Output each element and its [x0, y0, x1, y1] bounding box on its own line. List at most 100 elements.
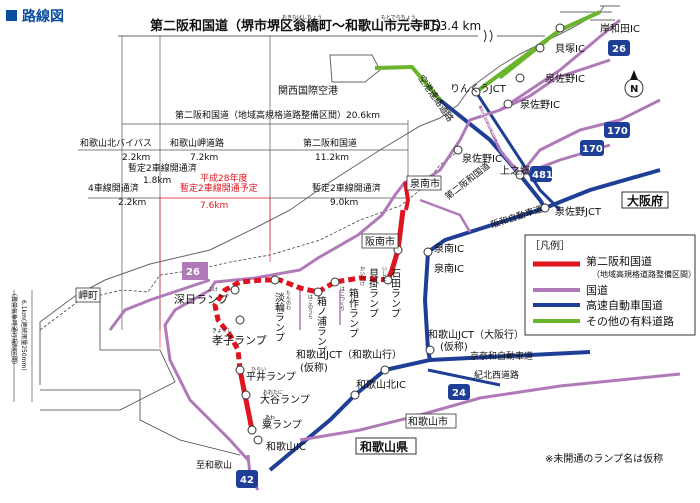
dim-d5a: 暫定2車線開通済 [128, 162, 197, 174]
airport-connection-road [374, 64, 442, 102]
label-kishiwada-ic: 岸和田IC [600, 23, 640, 35]
label-wakayama-jct-wk-sub: (仮称) [300, 361, 328, 374]
label-tannowa-ramp: 淡輪ランプ [273, 292, 285, 342]
break-mark-icon [483, 29, 493, 43]
label-kyoshi-ramp: 孝子ランプ [212, 334, 267, 347]
dim-d1: 第二阪和国道（地域高規格道路整備区間）20.6km [175, 109, 380, 121]
label-wakayama-city: 和歌山市 [408, 415, 448, 428]
dim-d8b: 9.0km [330, 198, 358, 208]
label-otani-ramp: 大谷ランプ [260, 393, 310, 406]
page-title: 路線図 [22, 8, 64, 25]
label-wakayama-ic: 和歌山IC [266, 440, 306, 453]
label-airport-road: 空港連絡道路 [416, 73, 457, 124]
ruby-fuke: ふけ [208, 287, 218, 293]
label-hirai-ramp: 平井ランプ [246, 370, 296, 383]
route-26-shield-left: 26 [186, 267, 200, 278]
kishiwada-ic-node [555, 23, 565, 33]
legend-title: ［凡例］ [530, 239, 570, 252]
dim-d3a: 和歌山岬道路 [170, 137, 224, 149]
route-24 [299, 372, 681, 442]
kaizuka-ic-node [535, 43, 545, 53]
route-170-shield-b: 170 [582, 144, 603, 155]
label-hakotsukuri-ramp: 箱作ランプ [347, 287, 359, 338]
otani-ramp-node [241, 390, 251, 400]
dim-d10: 6.1km(連続雨量250mm) [20, 300, 28, 371]
label-sennan-city: 泉南市 [410, 177, 440, 190]
label-fuke-ramp: 深日ランプ [174, 293, 229, 306]
label-rinku-jct: りんくうJCT [450, 83, 507, 95]
izumisano-ic-node-left [453, 145, 463, 155]
label-izumisano-ic-left: 泉佐野IC [462, 152, 502, 165]
route-title-ruby-1: おきなばしちょう [282, 14, 322, 21]
route-title-ruby-2: もとでらちょう [381, 15, 416, 21]
hakonoura-ramp-node [313, 287, 323, 297]
ruby-awa: あわ [265, 414, 275, 421]
second-hanwa-wakayama [237, 369, 255, 431]
dim-d3b: 7.2km [190, 153, 218, 163]
label-izumisano-ic-top: 泉佐野IC [545, 72, 585, 85]
route-26-shield-top: 26 [612, 44, 626, 55]
dim-d5b: 1.8km [143, 176, 171, 186]
label-wakayama-pref: 和歌山県 [359, 439, 408, 454]
label-kansai-airport: 関西国際空港 [278, 84, 338, 97]
hakotsukuri-ramp-node [330, 277, 340, 287]
label-wakayama-kita-ic: 和歌山北IC [356, 378, 406, 391]
route-length: 53.4 km [432, 19, 481, 33]
izumisano-ic-node-top [515, 73, 525, 83]
label-sennan-ic-1: 泉南IC [434, 242, 464, 255]
label-hanwa-expressway: 阪和自動車道 [489, 203, 544, 231]
svg-text:N: N [630, 84, 638, 95]
airport-island [329, 54, 381, 83]
route-title: 第二阪和国道（堺市堺区翁橋町～和歌山市元寺町） [150, 18, 449, 34]
fuke-ramp-node [230, 285, 240, 295]
ruby-hirai: ひらい [251, 367, 266, 373]
route-26 [163, 18, 621, 462]
footnote: ※未開通のランプ名は仮称 [545, 452, 663, 465]
north-arrow-icon: N [624, 70, 644, 98]
hanwa-expressway [268, 168, 661, 472]
ruby-ishida: いしだ [381, 266, 387, 282]
wakayama-jct-wakayama-node [380, 365, 390, 375]
label-to-wakayama: 至和歌山 [196, 459, 232, 471]
dim-d4a: 第二阪和国道 [303, 137, 357, 149]
wakayama-kita-ic-node [350, 390, 360, 400]
keinawa-expressway [429, 350, 591, 362]
second-hanwa-open [385, 209, 406, 281]
label-sennan-ic-2: 泉南IC [434, 262, 464, 275]
label-wakayama-jct-os: 和歌山JCT（大阪行） [428, 328, 524, 341]
label-kaizuka-ic: 貝塚IC [555, 43, 585, 55]
izumisano-jct-node [540, 203, 550, 213]
dim-d7a: 4車線開通済 [88, 182, 139, 194]
label-osaka-pref: 大阪府 [627, 193, 663, 208]
legend: ［凡例］ 第二阪和国道 （地域高規格道路整備区間） 国道 高速自動車国道 その他… [524, 234, 696, 336]
label-hannan-city: 阪南市 [365, 235, 395, 248]
route-24-shield: 24 [452, 388, 466, 399]
dim-d4b: 11.2km [315, 153, 349, 163]
route-170-shield-a: 170 [607, 126, 628, 137]
legend-label-1: 国道 [586, 283, 608, 297]
route-170 [518, 98, 661, 177]
legend-label-3: その他の有料道路 [586, 314, 674, 328]
dim-d6c: 7.6km [200, 201, 228, 211]
legend-label-0: 第二阪和国道 [586, 254, 652, 268]
label-wakayama-jct-os-sub: (仮称) [440, 340, 468, 353]
label-second-hanwa: 第二阪和国道 [442, 160, 492, 203]
kaminogo-ic-node [515, 170, 525, 180]
label-ishida-ramp: 石田ランプ [389, 268, 401, 318]
header-square-icon [6, 10, 17, 21]
kaikake-ramp-node [383, 275, 393, 285]
ruby-tannowa: たんのわ [285, 290, 291, 310]
label-keinawa: 京奈和自動車道 [470, 350, 533, 362]
dim-d6b: 暫定2車線開通予定 [180, 182, 258, 194]
dim-d9: （異常気象時通行規制区間） [10, 290, 18, 368]
ruby-otani: おおたに [263, 389, 283, 396]
legend-sub-0: （地域高規格道路整備区間） [592, 269, 696, 279]
label-misaki-town: 岬町 [78, 290, 98, 302]
wakayama-ic-node [253, 435, 263, 445]
kyoshi-ramp-node [235, 315, 245, 325]
hirai-ramp-node [235, 365, 245, 375]
label-hakonoura-ramp: 箱ノ浦ランプ [315, 295, 327, 356]
ruby-kyoshi: きょうし [212, 327, 232, 334]
